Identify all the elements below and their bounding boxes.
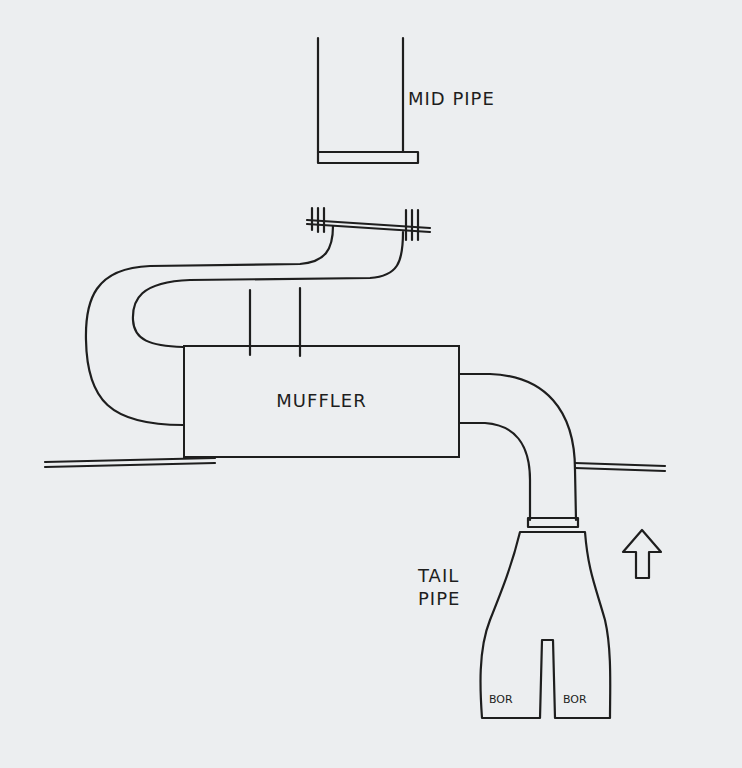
outlet-pipe — [460, 374, 578, 527]
tip-marking: BOR — [489, 693, 513, 707]
part-name: MID PIPE — [408, 88, 495, 111]
tail-pipe-shape — [480, 532, 610, 718]
inlet-pipe — [86, 226, 403, 425]
floor-line — [45, 458, 665, 471]
part-name: TAIL PIPE — [418, 565, 478, 610]
muffler-box: MUFFLER — [183, 345, 460, 458]
node-label: MUFFLER — [276, 390, 366, 413]
mid-pipe — [318, 38, 418, 163]
tip-marking: BOR — [563, 693, 587, 707]
inlet-flange — [307, 208, 430, 240]
direction-arrow — [623, 530, 661, 578]
